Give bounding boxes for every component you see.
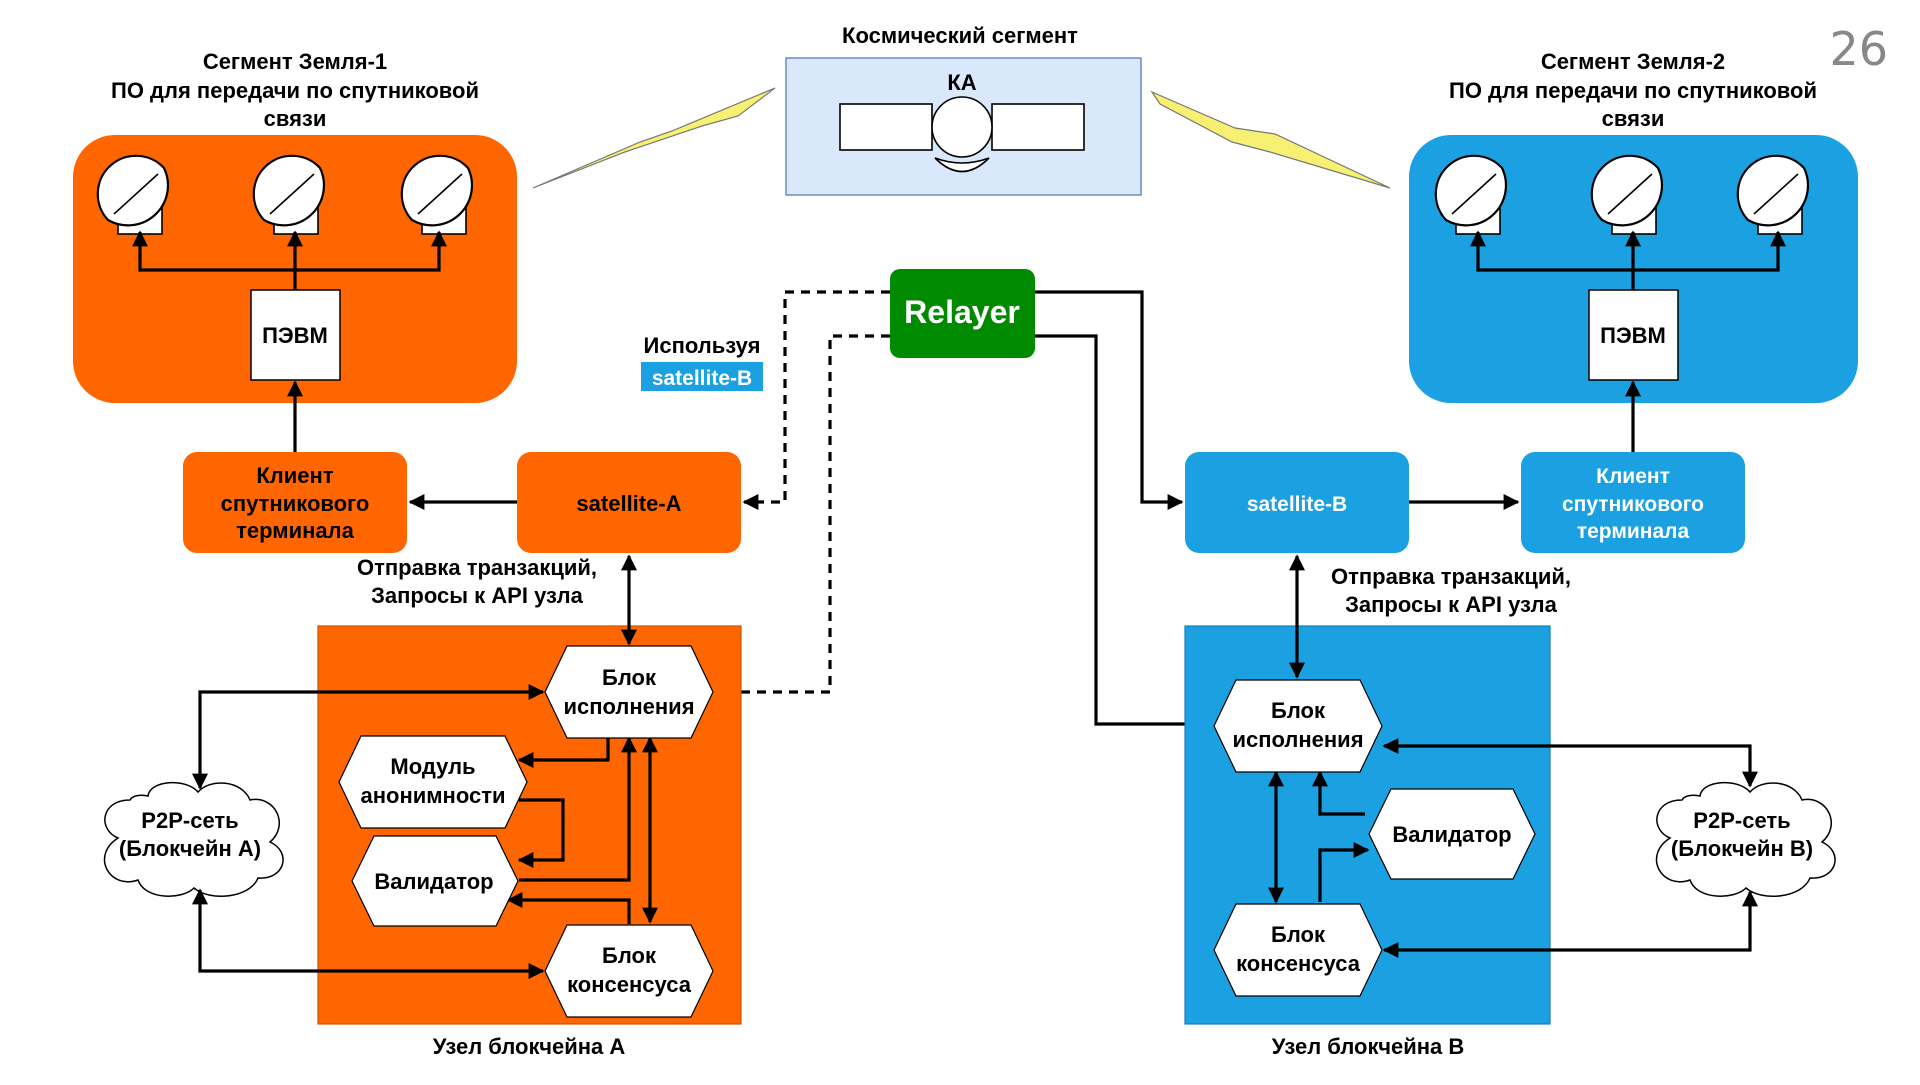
earth2-title-line2: ПО для передачи по спутниковой: [1449, 78, 1817, 103]
node-b-validator-label: Валидатор: [1392, 822, 1511, 847]
tx-note-a-line1: Отправка транзакций,: [357, 555, 597, 580]
earth2-terminal-line1: Клиент: [1596, 465, 1670, 488]
earth1-pc-label: ПЭВМ: [262, 323, 328, 348]
tx-note-b-line1: Отправка транзакций,: [1331, 564, 1571, 589]
satellite-a-box: [517, 452, 741, 553]
relayer-label: Relayer: [904, 294, 1020, 330]
node-b-execution-block: [1213, 679, 1383, 773]
node-b-caption: Узел блокчейна B: [1272, 1034, 1465, 1059]
earth1-terminal-client: [183, 452, 407, 553]
node-a-execution-line2: исполнения: [563, 694, 694, 719]
node-b-execution-line2: исполнения: [1232, 727, 1363, 752]
node-a-anonymity-line2: анонимности: [360, 783, 505, 808]
earth2-terminal-line2: спутникового: [1562, 493, 1704, 516]
earth2-terminal-line3: терминала: [1577, 520, 1690, 543]
node-b-execution-line1: Блок: [1271, 698, 1326, 723]
earth1-terminal-line1: Клиент: [256, 463, 333, 488]
node-a-validator-label: Валидатор: [374, 869, 493, 894]
earth2-title-line3: связи: [1602, 106, 1665, 131]
satellite-icon: [839, 96, 1085, 173]
using-note-prefix: Используя: [644, 333, 761, 358]
using-note-highlight: satellite-B: [652, 367, 752, 390]
earth1-title-line3: связи: [264, 106, 327, 131]
spacecraft-label: КА: [947, 70, 976, 95]
earth1-title-line1: Сегмент Земля-1: [203, 49, 387, 74]
node-b-consensus-line1: Блок: [1271, 922, 1326, 947]
node-b-consensus-line2: консенсуса: [1236, 951, 1361, 976]
earth1-terminal-line3: терминала: [236, 518, 354, 543]
space-segment-title: Космический сегмент: [842, 23, 1078, 48]
satellite-b-box: [1185, 452, 1409, 553]
node-a-consensus-line2: консенсуса: [567, 972, 692, 997]
earth1-terminal-line2: спутникового: [221, 491, 370, 516]
earth2-pc-box: [1588, 289, 1679, 381]
node-a-p2p-line1: P2P-сеть: [141, 808, 238, 833]
radio-link-right-icon: [1150, 90, 1391, 189]
slide-number: 26: [1829, 22, 1888, 76]
radio-link-left-icon: [532, 87, 776, 189]
node-a-anonymity-module: [338, 735, 528, 829]
tx-note-b-line2: Запросы к API узла: [1345, 592, 1558, 617]
node-a-consensus-block: [544, 924, 714, 1018]
node-a-p2p-line2: (Блокчейн A): [119, 836, 261, 861]
node-b-validator: [1368, 788, 1536, 880]
node-b-p2p-line2: (Блокчейн B): [1671, 836, 1813, 861]
node-a-execution-line1: Блок: [602, 665, 657, 690]
node-a-caption: Узел блокчейна A: [433, 1034, 626, 1059]
satellite-b-label: satellite-B: [1247, 493, 1347, 516]
earth2-terminal-client: [1521, 452, 1745, 553]
satellite-a-label: satellite-A: [576, 491, 681, 516]
node-a-consensus-line1: Блок: [602, 943, 657, 968]
relayer-box: [890, 269, 1035, 358]
earth2-pc-label: ПЭВМ: [1600, 323, 1666, 348]
earth1-title-line2: ПО для передачи по спутниковой: [111, 78, 479, 103]
node-a-anonymity-line1: Модуль: [390, 754, 475, 779]
tx-note-a-line2: Запросы к API узла: [371, 583, 584, 608]
earth2-title-line1: Сегмент Земля-2: [1541, 49, 1725, 74]
node-a-execution-block: [544, 645, 714, 739]
node-b-consensus-block: [1213, 903, 1383, 997]
node-b-p2p-line1: P2P-сеть: [1693, 808, 1790, 833]
node-a-p2p-cloud: [103, 781, 284, 898]
using-note-highlight-bg: [641, 362, 763, 391]
earth1-pc-box: [250, 289, 341, 381]
